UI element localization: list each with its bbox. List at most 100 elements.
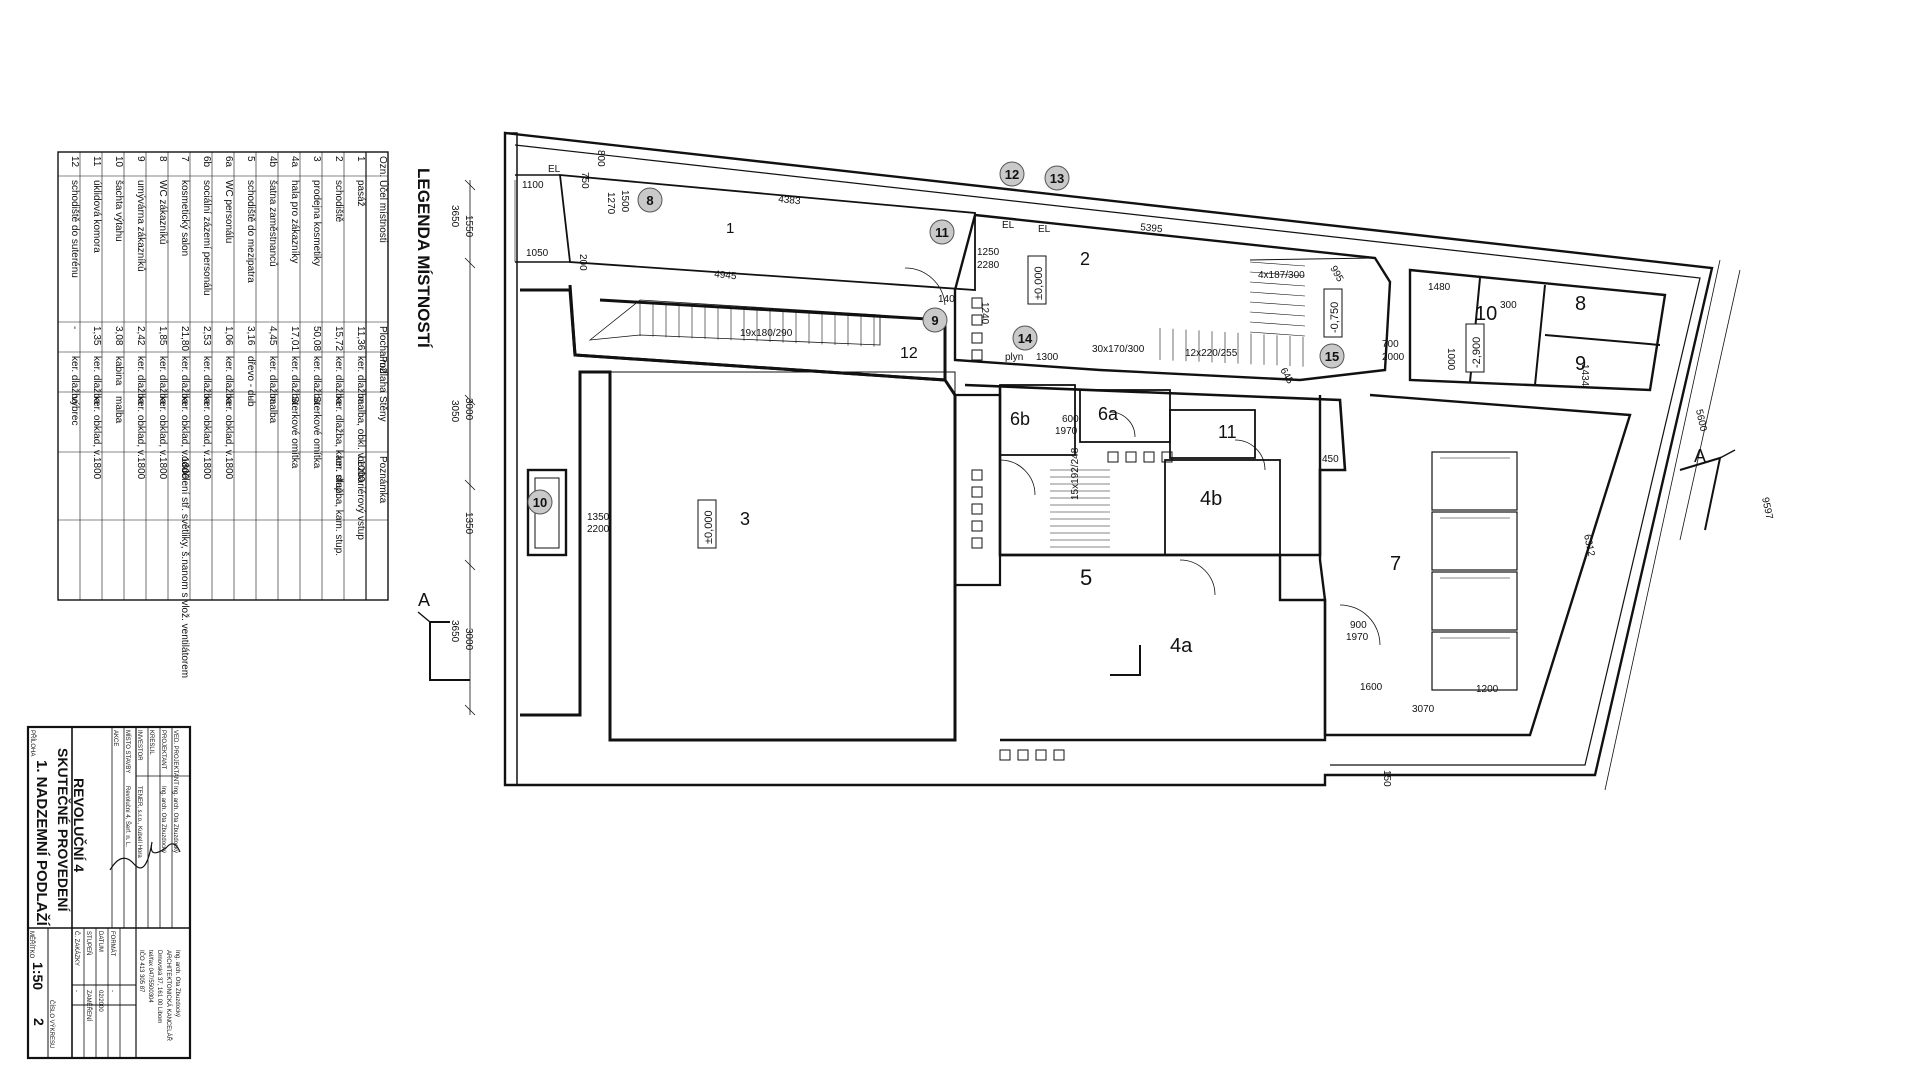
- dim-1240: 1240: [979, 302, 990, 325]
- marker-circle: [1319, 343, 1345, 369]
- title-format-label: FORMÁT: [109, 931, 116, 957]
- cabin: [1431, 631, 1518, 691]
- legend-cell-id: 6a: [223, 156, 234, 168]
- legend-cell-walls: ker. obklad, v.1800: [157, 396, 168, 480]
- legend-header-cell: Ozn.: [377, 156, 388, 177]
- legend-cell-area: 2,42: [135, 326, 146, 346]
- office-ico: IČO 413 305 87: [138, 950, 145, 993]
- dim-1000: 1000: [1445, 348, 1456, 371]
- column-marker: [1053, 749, 1065, 761]
- legend-cell-area: 4,45: [267, 326, 278, 346]
- marker-label: 14: [1018, 331, 1033, 346]
- column-marker: [971, 332, 983, 344]
- marker-circle: [999, 161, 1025, 187]
- title-scale: 1:50: [30, 962, 46, 990]
- marker-circle: [527, 489, 553, 515]
- level-room-10: -2,900: [1471, 337, 1483, 368]
- dim-1970: 1970: [1055, 426, 1078, 437]
- room-3-walls: [520, 288, 957, 742]
- column-marker: [1161, 451, 1173, 463]
- dim-150: 150: [1381, 770, 1392, 787]
- legend-cell-name: umývárna zákazníků: [135, 180, 147, 272]
- legend-cell-floor: ker. dlažba: [311, 356, 322, 405]
- title-location-label: MÍSTO STAVBY: [124, 730, 131, 773]
- inner-wall-line: [514, 144, 1701, 766]
- stair-note-4: 12x220/255: [1185, 348, 1238, 359]
- column-marker: [1017, 749, 1029, 761]
- level-stair-2: -0,750: [1329, 302, 1341, 333]
- room-label-11: 11: [1218, 422, 1237, 442]
- level-markers: ±0,000 ±0,000 -0,750 -2,900: [697, 255, 1485, 549]
- legend-cell-floor: dřevo - dub: [245, 356, 256, 407]
- dim-2280: 2280: [977, 260, 1000, 271]
- title-zakazka: -: [73, 990, 79, 992]
- title-block: 1. NADZEMNÍ PODLAŽÍ PŘÍLOHA SKUTEČNÉ PRO…: [26, 725, 192, 1060]
- dim-1350: 1350: [463, 512, 474, 535]
- dim-4945: 4945: [714, 269, 738, 282]
- office-phone: tel/fax 047/5500304: [147, 950, 153, 1003]
- stair-note-1: 4x187/300: [1258, 270, 1305, 281]
- stair-2-upper-step: [1249, 321, 1306, 327]
- column-markers: [971, 297, 1173, 761]
- room-label-8: 8: [1575, 293, 1586, 315]
- cabin: [1431, 451, 1518, 511]
- stair-2-upper-step: [1249, 291, 1306, 297]
- legend-cell-name: sociální zázemí personálu: [201, 180, 212, 296]
- stair-2-upper-step: [1249, 331, 1306, 337]
- dim-1050: 1050: [526, 248, 549, 259]
- room-label-9: 9: [1575, 353, 1586, 375]
- stair-2-upper-step: [1249, 271, 1306, 277]
- legend-cell-floor: ker. dlažba: [157, 356, 168, 405]
- left-dimension-chain: [464, 179, 476, 716]
- designer-signature: [109, 841, 181, 871]
- legend-cell-id: 11: [91, 156, 102, 167]
- dim-200: 200: [577, 254, 588, 271]
- title-scale-label: MĚŘÍTKO: [28, 931, 36, 959]
- office: ARCHITEKTONICKÁ KANCELÁŘ: [165, 950, 173, 1042]
- legend-cell-name: schodiště do mezipatra: [245, 180, 256, 283]
- el-label-3: EL: [548, 164, 561, 175]
- title-zakazka-label: Č. ZAKÁZKY: [73, 931, 80, 966]
- dim-3070: 3070: [1412, 704, 1435, 715]
- legend-cell-name: schodiště: [333, 180, 344, 223]
- section-mark-right: [1679, 449, 1736, 531]
- legend-cell-area: 17,01: [289, 326, 300, 351]
- section-label-left: A: [418, 590, 430, 610]
- section-label-right: A: [1694, 446, 1706, 466]
- legend-cell-walls: Sterkové omítka: [289, 396, 300, 469]
- room-label-4a: 4a: [1170, 635, 1193, 657]
- legend-cell-note: ker. dlažba, kam. stup.: [333, 456, 344, 556]
- stair-notes: 4x187/300 19x180/290 30x170/300 12x220/2…: [740, 270, 1305, 500]
- legend-cell-area: 11,36: [355, 326, 366, 351]
- legend-cell-name: prodejna kosmetiky: [311, 180, 322, 266]
- office-name: Ing. arch. Ota Zbuzdocký: [174, 950, 180, 1017]
- legend-cell-id: 9: [135, 156, 146, 162]
- room-label-7: 7: [1390, 553, 1401, 575]
- dim-4383: 4383: [778, 194, 802, 207]
- legend-cell-name: schodiště do suterénu: [69, 180, 80, 278]
- column-marker: [971, 503, 983, 515]
- legend-cell-area: 1,35: [91, 326, 102, 346]
- legend-header-cell: Podlaha: [377, 356, 388, 393]
- legend-cell-area: 1,85: [157, 326, 168, 346]
- stair-2-steps: [1159, 261, 1306, 367]
- legend-cell-walls: malba, obkl. v.1000: [355, 396, 366, 482]
- title-investor-label: INVESTOR: [136, 730, 142, 761]
- stair-2-upper-step: [1249, 261, 1306, 267]
- dim-1300: 1300: [1036, 352, 1059, 363]
- legend-header-cell: Účel místnosti: [377, 180, 390, 243]
- dim-2000: 2000: [1382, 352, 1405, 363]
- marker-label: 9: [931, 313, 938, 328]
- title-drawing: 1. NADZEMNÍ PODLAŽÍ: [33, 760, 51, 927]
- legend-cell-id: 4b: [267, 156, 278, 168]
- room-label-5: 5: [1080, 565, 1092, 590]
- legend-cell-note: oddělení stř. světliky, š.nanom s vlož. …: [179, 456, 190, 678]
- dim-645: 645: [1277, 366, 1295, 386]
- legend-cell-walls: ker. obklad, v.1800: [135, 396, 146, 480]
- marker-label: 8: [646, 193, 653, 208]
- room-label-2: 2: [1080, 249, 1090, 269]
- section-mark-left: [417, 611, 470, 681]
- dim-1350b: 1350: [587, 512, 610, 523]
- stair-note-5: 15x192/248: [1070, 447, 1081, 500]
